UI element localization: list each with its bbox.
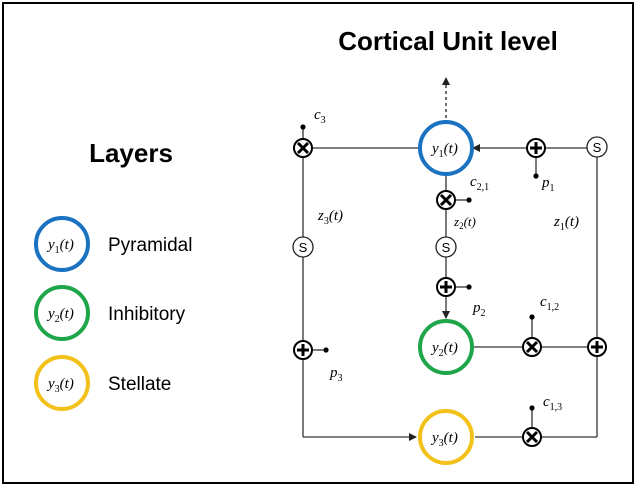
sum-node-p3: [293, 340, 313, 360]
multiply-node-c3: [293, 138, 313, 158]
legend-symbol: y: [46, 237, 55, 253]
legend-swatch-pyramidal: [34, 216, 90, 272]
sigmoid-node-z2: S: [435, 236, 457, 258]
legend-label-stellate: Stellate: [108, 374, 171, 395]
sigmoid-label: S: [593, 140, 602, 155]
svg-text:y3(t): y3(t): [46, 376, 74, 395]
sigmoid-label: S: [299, 240, 308, 255]
node-pyramidal: y1(t): [418, 120, 474, 176]
diagram-title: Cortical Unit level: [338, 26, 558, 56]
legend-heading: Layers: [89, 138, 173, 168]
label-c21: c2,1: [470, 174, 489, 193]
legend-item-stellate: y3(t) Stellate: [34, 355, 171, 411]
slide-frame: [2, 2, 634, 484]
legend-arg: (t): [60, 306, 74, 322]
svg-text:y3(t): y3(t): [430, 430, 458, 449]
label-c3: c3: [314, 107, 326, 126]
legend-label-pyramidal: Pyramidal: [108, 235, 192, 256]
legend-arg: (t): [60, 237, 74, 253]
svg-text:y2(t): y2(t): [430, 340, 458, 359]
legend-subscript: 3: [55, 384, 60, 395]
legend-subscript: 2: [55, 314, 60, 325]
legend-label-inhibitory: Inhibitory: [108, 304, 186, 325]
svg-text:y1(t): y1(t): [430, 141, 458, 160]
multiply-node-c12: [522, 337, 542, 357]
multiply-node-c21: [436, 190, 456, 210]
label-p3: p3: [329, 365, 343, 384]
label-p1: p1: [541, 175, 555, 194]
sum-node-p1: [526, 138, 546, 158]
legend-item-inhibitory: y2(t) Inhibitory: [34, 285, 186, 341]
label-z3: z3(t): [317, 208, 343, 227]
sigmoid-node-z3: S: [292, 236, 314, 258]
legend-arg: (t): [60, 376, 74, 392]
node-inhibitory: y2(t): [418, 319, 474, 375]
connection-wires: [300, 77, 598, 441]
label-c13: c1,3: [543, 394, 562, 413]
legend-swatch-inhibitory: [34, 285, 90, 341]
svg-text:y2(t): y2(t): [46, 306, 74, 325]
legend-symbol: y: [46, 306, 55, 322]
legend-item-pyramidal: y1(t) Pyramidal: [34, 216, 192, 272]
sigmoid-node-z1: S: [586, 136, 608, 158]
label-z1: z1(t): [553, 214, 579, 233]
sigmoid-label: S: [442, 240, 451, 255]
multiply-node-c13: [522, 427, 542, 447]
label-z2: z2(t): [453, 214, 476, 231]
label-p2: p2: [472, 300, 486, 319]
sum-node-p2: [436, 277, 456, 297]
label-c12: c1,2: [540, 294, 559, 313]
legend-swatch-stellate: [34, 355, 90, 411]
legend-subscript: 1: [55, 245, 60, 256]
node-stellate: y3(t): [418, 409, 474, 465]
sum-node-right: [587, 337, 607, 357]
svg-text:y1(t): y1(t): [46, 237, 74, 256]
legend-symbol: y: [46, 376, 55, 392]
